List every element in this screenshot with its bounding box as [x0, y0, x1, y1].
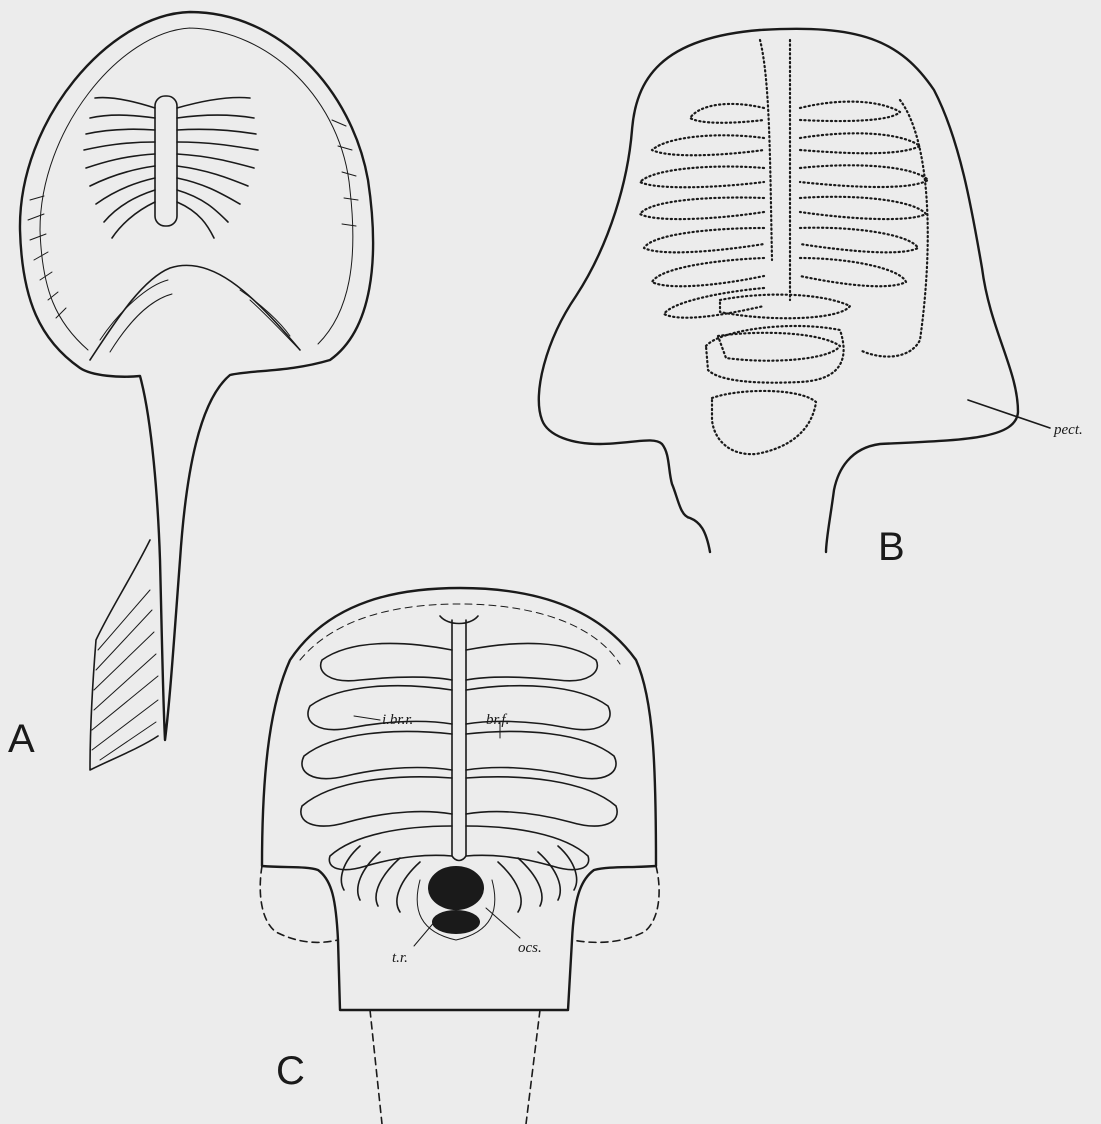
panel-c-ocs-blob	[428, 866, 484, 910]
panel-a-specimen	[20, 12, 373, 770]
panel-c-ocs-leader	[486, 908, 520, 938]
panel-c-tail-outline	[370, 1010, 540, 1124]
panel-c-label-brf: br.f.	[486, 712, 509, 728]
panel-a-central-rod	[155, 96, 177, 226]
panel-b-outline	[539, 29, 1018, 552]
panel-c-ibrr-leader	[354, 716, 380, 720]
panel-b-letter: B	[878, 525, 905, 569]
panel-c-label-tr: t.r.	[392, 950, 408, 966]
panel-a-tail-fin	[90, 540, 158, 770]
panel-c-label-ocs: ocs.	[518, 940, 542, 956]
panel-c-central-axis	[440, 616, 478, 861]
panel-c-tr-blob	[432, 910, 480, 934]
panel-c-inner-margin	[300, 604, 620, 664]
panel-c-label-ibrr: i.br.r.	[382, 712, 413, 728]
panel-b-midline	[760, 40, 790, 300]
panel-a-tail-fin-hatching	[92, 590, 158, 760]
panel-b-pect-leader	[968, 400, 1050, 428]
panel-b-label-pect: pect.	[1053, 422, 1083, 438]
panel-a-letter: A	[8, 717, 35, 761]
panel-a-notch-hatching	[100, 280, 298, 352]
panel-b-gill-pouches	[640, 100, 928, 454]
panel-a-shading	[28, 120, 358, 318]
panel-c-letter: C	[276, 1049, 305, 1093]
panel-a-shield-inner-margin	[40, 28, 353, 350]
panel-a-gill-filaments	[84, 97, 258, 238]
panel-a-head-shield	[20, 12, 373, 740]
panel-c-outline	[262, 588, 656, 1010]
panel-b-specimen	[539, 29, 1050, 552]
panel-c-specimen	[260, 588, 659, 1124]
